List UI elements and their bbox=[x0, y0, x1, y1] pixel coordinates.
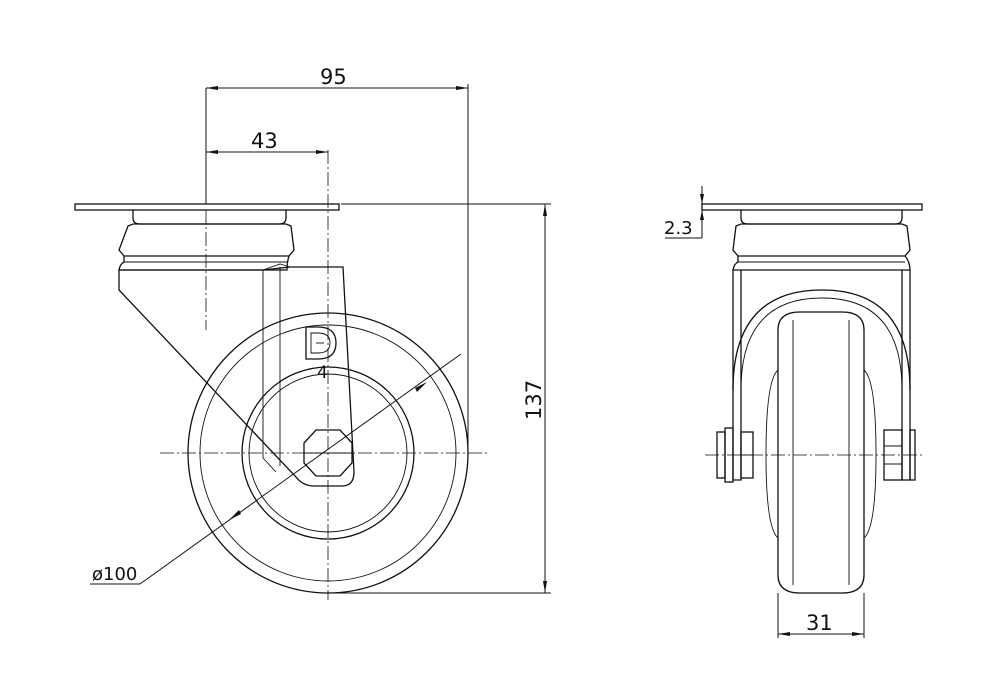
side-top-plate bbox=[74, 203, 340, 211]
dim-overall-height: 137 bbox=[522, 380, 546, 420]
logo-number: 4 bbox=[317, 363, 328, 383]
front-dimensions: 2.3 31 bbox=[664, 186, 865, 638]
front-view bbox=[701, 203, 925, 594]
dim-plate-thickness: 2.3 bbox=[664, 218, 693, 239]
side-view: 4 bbox=[74, 150, 490, 600]
front-fork-arch bbox=[732, 289, 911, 391]
dim-overall-width: 95 bbox=[320, 65, 347, 89]
front-wheel bbox=[777, 311, 865, 594]
front-swivel-body bbox=[732, 223, 911, 257]
front-fork-left bbox=[732, 270, 742, 481]
side-fork bbox=[118, 266, 355, 487]
dim-center-offset: 43 bbox=[251, 129, 278, 153]
side-dimensions: 95 43 137 ø100 bbox=[90, 65, 551, 594]
dim-wheel-diameter: ø100 bbox=[92, 564, 137, 585]
dim-wheel-width: 31 bbox=[806, 611, 833, 635]
front-top-plate bbox=[701, 203, 923, 211]
side-swivel-neck bbox=[132, 210, 287, 225]
brand-logo bbox=[305, 326, 337, 360]
side-swivel-body bbox=[118, 223, 295, 257]
front-fork-right bbox=[901, 270, 911, 481]
side-axle-nut bbox=[303, 429, 353, 477]
side-swivel-base bbox=[118, 255, 290, 271]
